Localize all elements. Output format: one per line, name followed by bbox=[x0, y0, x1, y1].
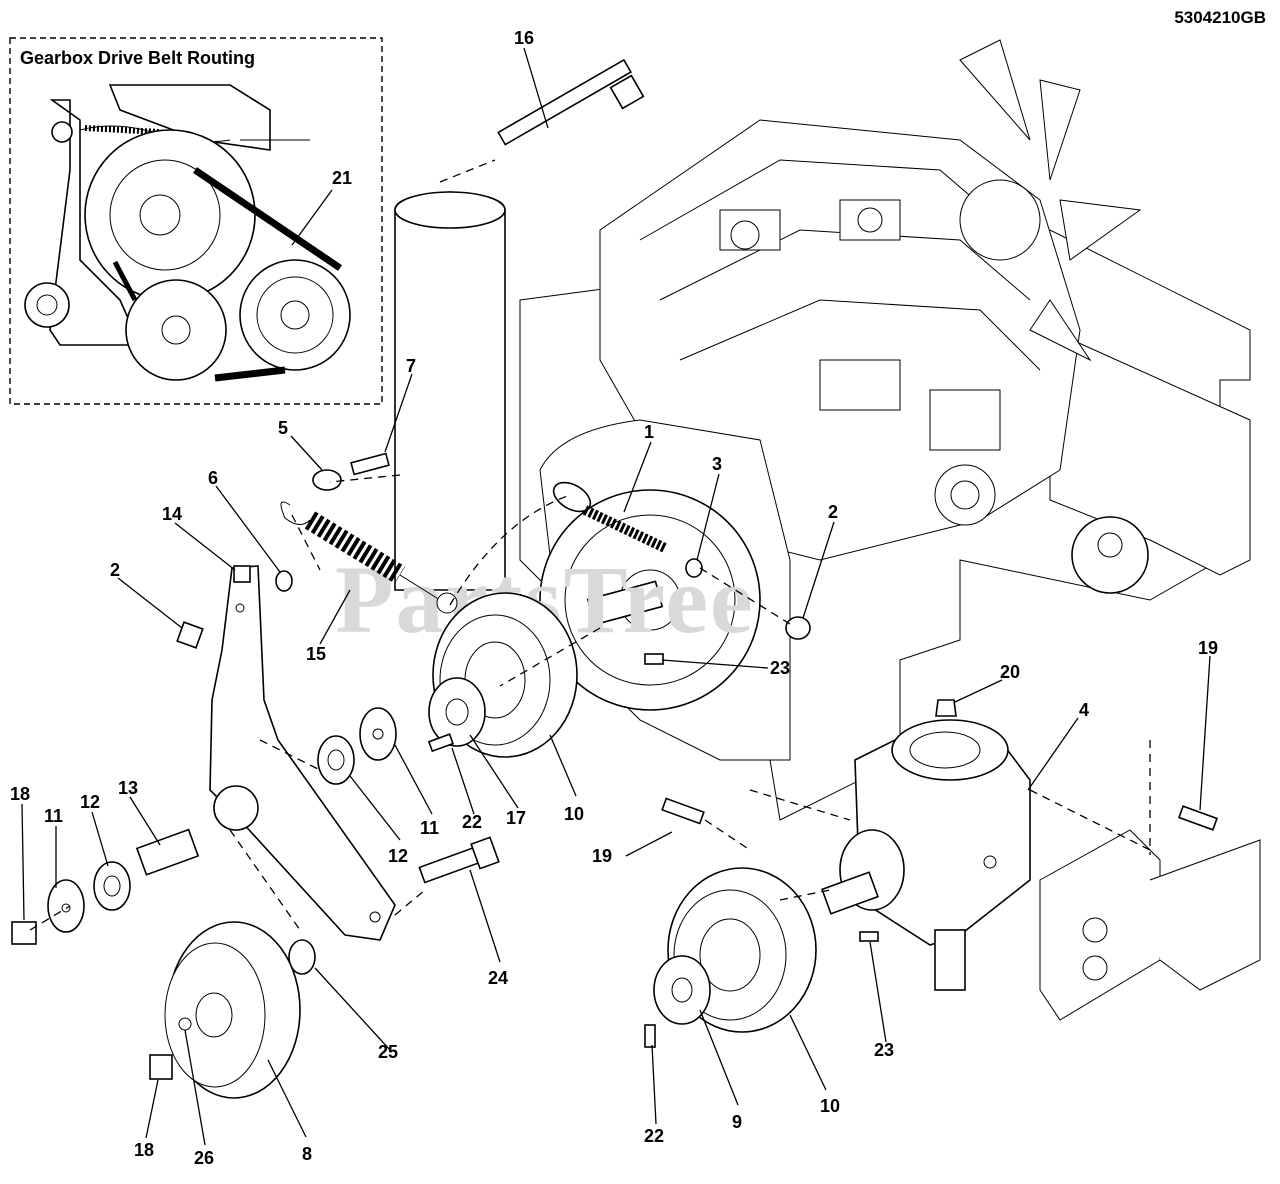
callout-13: 13 bbox=[118, 778, 138, 798]
callout-4: 4 bbox=[1079, 700, 1089, 720]
callout-3: 3 bbox=[712, 454, 722, 474]
callout-25: 25 bbox=[378, 1042, 398, 1062]
callout-2-left: 2 bbox=[110, 560, 120, 580]
callout-18-left: 18 bbox=[10, 784, 30, 804]
callout-7: 7 bbox=[406, 356, 416, 376]
callout-11-left: 11 bbox=[44, 806, 63, 826]
callout-2-right: 2 bbox=[828, 502, 838, 522]
idler-arm-assembly bbox=[11, 58, 645, 1099]
callout-23-lower: 23 bbox=[874, 1040, 894, 1060]
callout-10-upper: 10 bbox=[564, 804, 584, 824]
callout-24: 24 bbox=[488, 968, 508, 988]
callout-12-right: 12 bbox=[388, 846, 408, 866]
callout-17: 17 bbox=[506, 808, 526, 828]
callout-5: 5 bbox=[278, 418, 288, 438]
gearbox-assembly bbox=[644, 699, 1261, 1048]
callout-10-lower: 10 bbox=[820, 1096, 840, 1116]
engine-assembly bbox=[394, 39, 1251, 821]
callout-16: 16 bbox=[514, 28, 534, 48]
document-id: 5304210GB bbox=[1174, 8, 1266, 27]
belt-routing-inset: Gearbox Drive Belt Routing 21 bbox=[9, 37, 383, 405]
callout-26: 26 bbox=[194, 1148, 214, 1168]
callout-leaders bbox=[21, 47, 1211, 1146]
callout-14: 14 bbox=[162, 504, 182, 524]
callout-8: 8 bbox=[302, 1144, 312, 1164]
callout-11-right: 11 bbox=[420, 818, 439, 838]
callout-19-right: 19 bbox=[1198, 638, 1218, 658]
callout-19-left: 19 bbox=[592, 846, 612, 866]
callout-22-lower: 22 bbox=[644, 1126, 664, 1146]
callout-15: 15 bbox=[306, 644, 326, 664]
callout-21: 21 bbox=[332, 168, 352, 188]
engine-drive-pulley bbox=[427, 481, 811, 758]
callout-22-upper: 22 bbox=[462, 812, 482, 832]
callout-20: 20 bbox=[1000, 662, 1020, 682]
callout-18-bottom: 18 bbox=[134, 1140, 154, 1160]
callout-1: 1 bbox=[644, 422, 654, 442]
callout-9: 9 bbox=[732, 1112, 742, 1132]
callout-23-upper: 23 bbox=[770, 658, 790, 678]
callout-6: 6 bbox=[208, 468, 218, 488]
callout-12-left: 12 bbox=[80, 792, 100, 812]
inset-title: Gearbox Drive Belt Routing bbox=[20, 48, 255, 68]
callout-labels: 1 2 2 3 4 5 6 7 8 9 10 10 11 11 12 12 13… bbox=[10, 28, 1218, 1168]
assembly-guide-lines bbox=[29, 159, 1151, 931]
